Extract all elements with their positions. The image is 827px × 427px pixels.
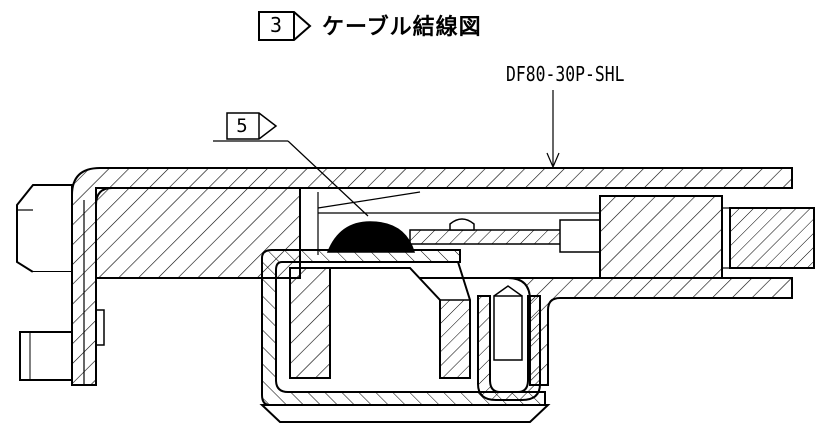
cable-insulation	[599, 195, 723, 279]
contact-slot-top	[493, 285, 523, 297]
contact-spring	[477, 295, 541, 401]
drawing-title: 3 ケーブル結線図	[258, 8, 482, 42]
left-lower-bg	[20, 272, 72, 330]
contact-slot	[493, 295, 523, 361]
housing-mid-post	[439, 299, 471, 379]
cavity-slope	[317, 191, 421, 209]
callout-number-5: 5	[236, 115, 248, 137]
solder-blob	[326, 221, 416, 253]
callout-flag-3-shape	[258, 11, 312, 41]
contact-bump	[449, 218, 475, 231]
left-bracket	[19, 331, 73, 381]
housing-base	[259, 404, 551, 423]
title-text: ケーブル結線図	[322, 15, 482, 40]
bottom-shell-right	[420, 277, 793, 386]
wire-crimp	[559, 219, 601, 253]
part-number-label: DF80-30P-SHL	[506, 62, 625, 86]
callout-flag-3: 3	[258, 10, 322, 41]
left-jacket	[16, 184, 73, 273]
housing-left-wall	[289, 267, 331, 379]
callout-number-3: 3	[269, 13, 283, 37]
callout-flag-5	[226, 112, 278, 140]
cable-outer	[729, 207, 815, 269]
shell-tab	[96, 309, 105, 346]
